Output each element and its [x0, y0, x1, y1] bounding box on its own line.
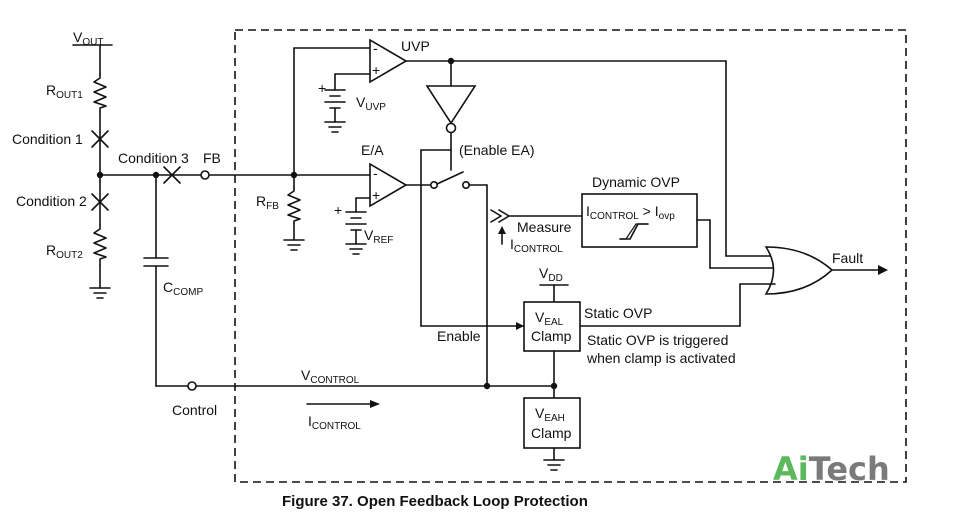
rout2-label: ROUT2 — [46, 242, 83, 261]
veah-clamp-block — [523, 397, 581, 449]
enable-label: Enable — [437, 328, 481, 344]
figure-caption: Figure 37. Open Feedback Loop Protection — [282, 493, 588, 510]
icontrol-label: ICONTROL — [308, 413, 361, 432]
measure-label: Measure — [517, 219, 572, 235]
vref-label: VREF — [364, 227, 393, 246]
fb-pin-icon — [200, 170, 210, 180]
vdd-label: VDD — [539, 265, 563, 284]
condition3-break-icon — [163, 166, 181, 184]
veal-clamp-block — [523, 301, 581, 352]
vuvp-label: VUVP — [356, 94, 386, 113]
rout1-label: ROUT1 — [46, 82, 83, 101]
dynamic-ovp-block — [581, 193, 698, 248]
vcontrol-label: VCONTROL — [301, 367, 360, 386]
or-gate — [764, 246, 888, 295]
ground-icon — [89, 287, 111, 299]
veal-clamp-label: Clamp — [531, 328, 572, 344]
rfb-label: RFB — [256, 193, 279, 212]
condition1-break-icon — [91, 130, 109, 148]
icontrol-sense-label: ICONTROL — [510, 236, 563, 255]
veal-label: VEAL — [535, 309, 564, 328]
condition2-label: Condition 2 — [16, 193, 87, 209]
amplifier-triangle-icon — [369, 162, 408, 208]
vuvp-plus: + — [318, 80, 326, 96]
fb-line — [99, 166, 371, 184]
arrow-icon — [516, 322, 524, 330]
veah-clamp-label: Clamp — [531, 425, 572, 441]
vref-plus: + — [334, 202, 342, 218]
static-ovp-note-1: Static OVP is triggered — [587, 332, 728, 348]
svg-text:-: - — [373, 165, 378, 181]
rout1-resistor — [93, 73, 107, 113]
current-sense-icon — [490, 209, 583, 245]
uvp-label: UVP — [401, 38, 430, 54]
error-amplifier: - + — [345, 162, 488, 387]
inverter-triangle-icon — [425, 85, 477, 125]
rout2-resistor — [93, 224, 107, 266]
control-label: Control — [172, 402, 217, 418]
vout-label: VOUT — [73, 29, 103, 48]
hysteresis-icon — [619, 223, 649, 240]
condition2-break-icon — [91, 193, 109, 211]
ccomp-label: CCOMP — [163, 279, 203, 298]
ic-boundary — [234, 29, 907, 483]
dynamic-ovp-label: Dynamic OVP — [592, 174, 680, 190]
vout-divider — [72, 44, 113, 299]
svg-text:-: - — [373, 40, 378, 56]
static-ovp-label: Static OVP — [584, 305, 652, 321]
vuvp-battery-icon — [324, 89, 346, 109]
enable-switch — [436, 171, 464, 185]
inverter — [420, 60, 525, 330]
condition1-label: Condition 1 — [12, 131, 83, 147]
svg-text:+: + — [372, 62, 380, 78]
fb-label: FB — [203, 150, 221, 166]
fault-arrow-icon — [878, 265, 888, 275]
veah-label: VEAH — [535, 405, 565, 424]
ground-icon — [283, 239, 305, 251]
ccomp-capacitor — [143, 174, 197, 391]
watermark-logo: AiTech — [773, 450, 890, 488]
enable-ea-label: (Enable EA) — [459, 142, 534, 158]
condition3-label: Condition 3 — [118, 150, 189, 166]
rfb-resistor — [283, 47, 371, 251]
control-pin-icon — [187, 381, 197, 391]
ground-icon — [543, 459, 565, 471]
vref-battery-icon — [345, 211, 367, 231]
ea-label: E/A — [361, 142, 384, 158]
icontrol-arrow-icon — [306, 400, 380, 408]
ground-icon — [345, 243, 367, 255]
ground-icon — [324, 121, 346, 133]
comparator-triangle-icon — [369, 38, 408, 84]
uvp-comparator: - + — [324, 38, 727, 133]
static-ovp-note-2: when clamp is activated — [586, 350, 736, 366]
fault-label: Fault — [832, 250, 863, 266]
svg-text:+: + — [372, 187, 380, 203]
ovp-condition: ICONTROL > Iovp — [586, 203, 675, 222]
